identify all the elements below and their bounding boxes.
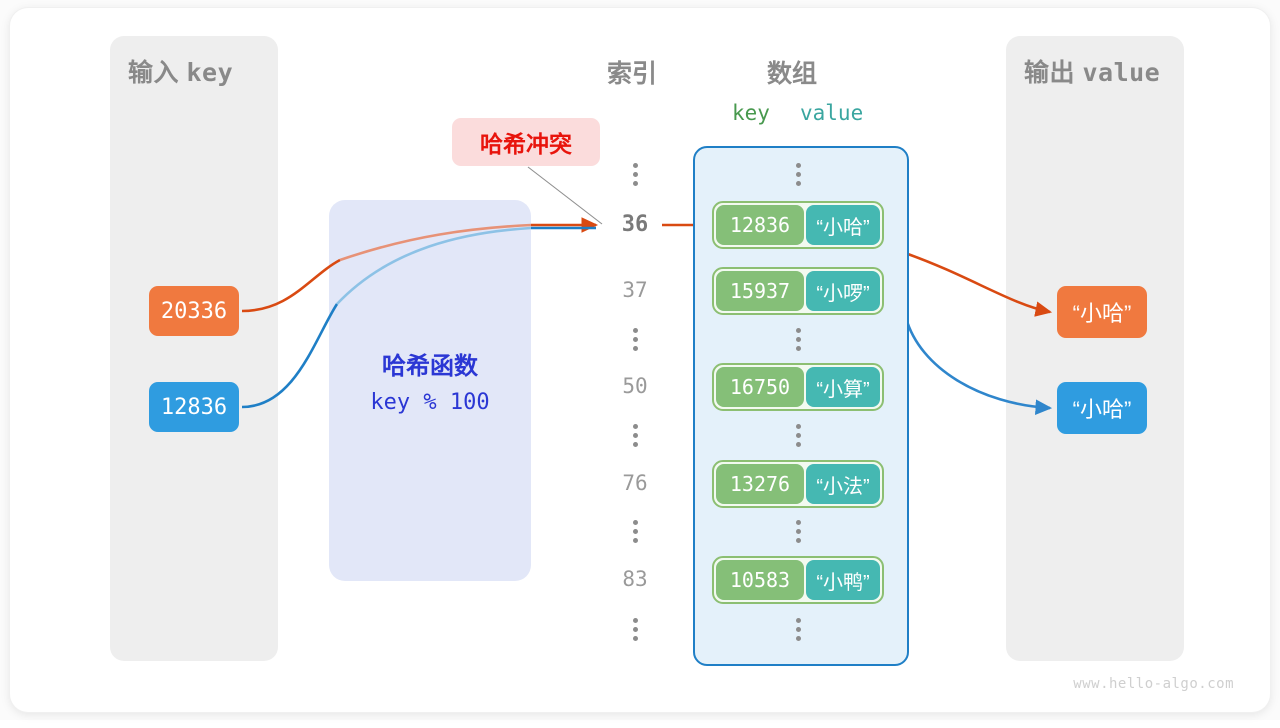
collision-label: 哈希冲突: [480, 131, 572, 157]
index-ellipsis: [605, 618, 665, 641]
collision-badge: 哈希冲突: [452, 118, 600, 166]
input-key-0: 20336: [149, 286, 239, 336]
index-ellipsis: [605, 520, 665, 543]
index-label-37: 37: [622, 278, 648, 302]
entry-value: “小哈”: [806, 205, 880, 245]
entry-value: “小啰”: [806, 271, 880, 311]
hash-function-formula: key % 100: [370, 390, 490, 415]
index-column-heading: 索引: [607, 60, 658, 88]
index-ellipsis: [605, 163, 665, 186]
input-title-mono: key: [186, 58, 234, 87]
diagram-frame: 输入 key 输出 value 索引 数组 key value: [10, 8, 1270, 712]
array-column-heading: 数组: [767, 60, 818, 88]
array-entry: 10583“小鸭”: [712, 556, 884, 604]
entry-key: 15937: [716, 271, 804, 311]
index-label-83: 83: [622, 567, 648, 591]
entry-value: “小鸭”: [806, 560, 880, 600]
array-entry: 16750“小算”: [712, 363, 884, 411]
entry-key: 16750: [716, 367, 804, 407]
output-panel-title: 输出 value: [1024, 53, 1160, 89]
watermark: www.hello-algo.com: [1073, 676, 1234, 692]
output-value-1: “小哈”: [1057, 382, 1147, 434]
output-value-0: “小哈”: [1057, 286, 1147, 338]
entry-key: 12836: [716, 205, 804, 245]
array-ellipsis: [712, 424, 884, 447]
array-ellipsis: [712, 163, 884, 186]
index-label-36: 36: [621, 212, 649, 237]
key-subheading: key: [732, 101, 770, 125]
array-entry: 12836“小哈”: [712, 201, 884, 249]
array-entry: 15937“小啰”: [712, 267, 884, 315]
input-panel: [110, 36, 278, 661]
index-ellipsis: [605, 424, 665, 447]
entry-key: 13276: [716, 464, 804, 504]
output-title-mono: value: [1082, 58, 1161, 87]
entry-value: “小法”: [806, 464, 880, 504]
index-label-76: 76: [622, 471, 648, 495]
index-ellipsis: [605, 328, 665, 351]
hash-function-title: 哈希函数: [382, 353, 478, 380]
array-ellipsis: [712, 618, 884, 641]
output-title-cn: 输出: [1024, 59, 1076, 87]
input-key-1: 12836: [149, 382, 239, 432]
array-ellipsis: [712, 328, 884, 351]
array-ellipsis: [712, 520, 884, 543]
index-label-50: 50: [622, 374, 648, 398]
input-panel-title: 输入 key: [128, 53, 233, 89]
value-subheading: value: [800, 101, 864, 125]
collision-leader-line: [527, 166, 603, 225]
input-title-cn: 输入: [128, 59, 180, 87]
entry-key: 10583: [716, 560, 804, 600]
output-panel: [1006, 36, 1184, 661]
entry-value: “小算”: [806, 367, 880, 407]
array-entry: 13276“小法”: [712, 460, 884, 508]
